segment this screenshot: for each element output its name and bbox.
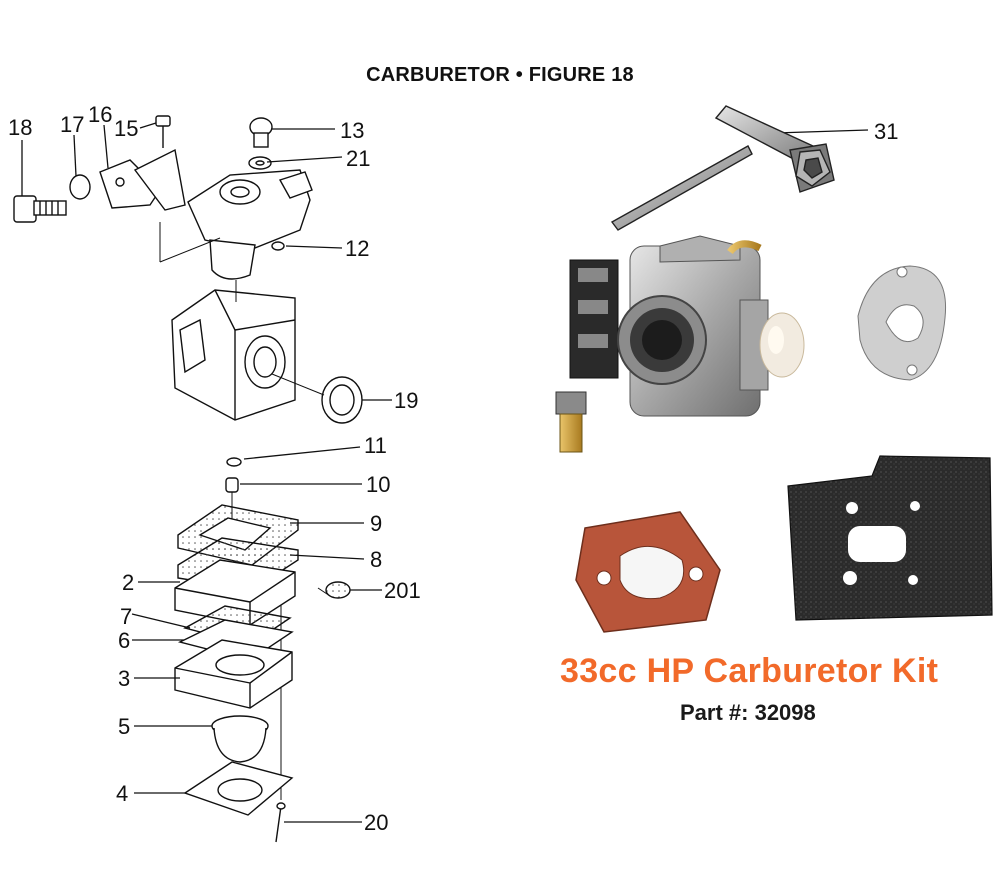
- kit-title: 33cc HP Carburetor Kit: [560, 652, 939, 690]
- carburetor-photo: [555, 235, 805, 453]
- callout-6: 6: [118, 628, 130, 653]
- callout-12: 12: [345, 236, 369, 261]
- callout-5: 5: [118, 714, 130, 739]
- part-3-metering-body: [174, 639, 293, 709]
- callout-13: 13: [340, 118, 364, 143]
- part-11-o-ring: [226, 457, 242, 467]
- leader-lines: [21, 122, 869, 823]
- callout-201: 201: [384, 578, 421, 603]
- part-13-screw: [249, 117, 273, 148]
- callout-31: 31: [874, 119, 898, 144]
- part-15-screw: [155, 115, 171, 148]
- part-4-cover-plate: [183, 761, 294, 816]
- callout-16: 16: [88, 102, 112, 127]
- figure-title: CARBURETOR • FIGURE 18: [366, 64, 634, 86]
- callout-4: 4: [116, 781, 128, 806]
- callout-3: 3: [118, 666, 130, 691]
- part-5-primer-cup: [211, 715, 269, 763]
- callout-19: 19: [394, 388, 418, 413]
- part-12-clip: [271, 241, 285, 251]
- callout-20: 20: [364, 810, 388, 835]
- callout-17: 17: [60, 112, 84, 137]
- callout-10: 10: [366, 472, 390, 497]
- silver-gasket: [857, 265, 947, 381]
- callout-7: 7: [120, 604, 132, 629]
- callout-9: 9: [370, 511, 382, 536]
- part-201-screen: [325, 581, 351, 599]
- callout-11: 11: [364, 433, 387, 458]
- callout-18: 18: [8, 115, 32, 140]
- large-gasket: [787, 455, 993, 621]
- part-31-t-wrench: [610, 105, 835, 231]
- carburetor-top-body: [187, 169, 313, 280]
- part-10-needle: [225, 477, 239, 493]
- callout-21: 21: [346, 146, 370, 171]
- part-20-screw: [275, 802, 286, 843]
- part-18-bolt: [13, 195, 67, 223]
- lower-carburetor-assembly: [174, 457, 351, 843]
- insulator-spacer: [575, 511, 721, 633]
- carburetor-main-body: [171, 289, 296, 421]
- callout-2: 2: [122, 570, 134, 595]
- mixture-screw: [555, 391, 587, 453]
- part-17-nut: [69, 174, 91, 200]
- upper-carburetor-assembly: [13, 115, 363, 424]
- kit-part-number: Part #: 32098: [680, 700, 816, 725]
- callout-8: 8: [370, 547, 382, 572]
- callout-15: 15: [114, 116, 138, 141]
